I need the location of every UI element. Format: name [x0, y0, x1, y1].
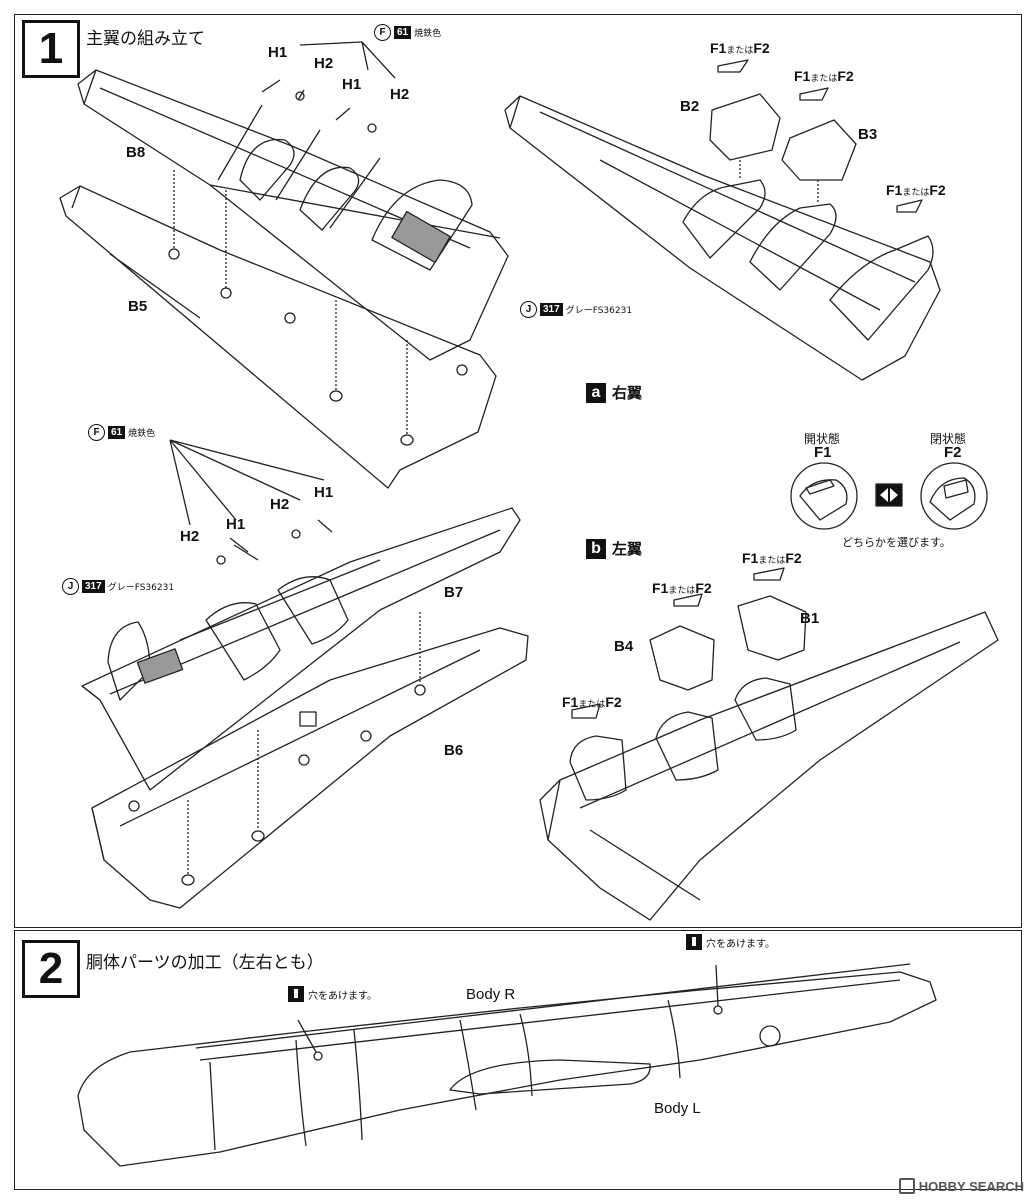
f-choice-label: F1またはF2	[652, 580, 712, 596]
or-label: または	[726, 46, 754, 56]
hobby-search-logo-icon	[898, 1178, 915, 1194]
watermark: HOBBY SEARCH	[898, 1178, 1024, 1194]
option-diagram	[790, 462, 988, 530]
paint-code: 317	[82, 580, 105, 593]
paint-code: 317	[540, 303, 563, 316]
f1-label: F1	[886, 182, 903, 198]
paint-letter: F	[374, 24, 391, 41]
paint-name: グレーFS36231	[107, 583, 175, 593]
left-wing-heading: b 左翼	[586, 538, 642, 559]
part-label-b4: B4	[614, 638, 634, 655]
part-label-b3: B3	[858, 126, 878, 143]
f-choice-label: F1またはF2	[562, 694, 622, 710]
right-wing-exploded-upper	[59, 41, 509, 489]
drill-note-text: 穴をあけます。	[308, 990, 377, 1002]
body-l-label: Body L	[654, 1100, 701, 1117]
part-label-b6: B6	[444, 742, 464, 759]
f-choice-label: F1またはF2	[886, 182, 946, 198]
f-choice-label: F1またはF2	[794, 68, 854, 84]
option-f1-label: F1	[814, 444, 832, 461]
paint-name: グレーFS36231	[565, 306, 633, 316]
step2-title: 胴体パーツの加工（左右とも）	[86, 953, 324, 973]
drill-note-left: 穴をあけます。	[288, 986, 377, 1002]
part-label-b2: B2	[680, 98, 700, 115]
part-label-b8: B8	[126, 144, 146, 161]
f-choice-label: F1またはF2	[742, 550, 802, 566]
f1-label: F1	[652, 580, 669, 596]
step-number-1: 1	[22, 20, 80, 78]
step-number-2: 2	[22, 940, 80, 998]
f-choice-label: F1またはF2	[710, 40, 770, 56]
option-note: どちらかを選びます。	[842, 536, 951, 549]
or-label: または	[668, 586, 696, 596]
left-wing-exploded	[81, 439, 529, 909]
or-label: または	[810, 74, 838, 84]
wing-name-right: 右翼	[612, 384, 643, 402]
part-label-h2: H2	[180, 528, 200, 545]
paint-callout-gray-lower: J 317 グレーFS36231	[62, 578, 174, 595]
paint-letter: F	[88, 424, 105, 441]
wing-name-left: 左翼	[612, 540, 643, 558]
paint-name: 焼鉄色	[414, 29, 442, 39]
paint-callout-burnt-iron-middle: F 61 焼鉄色	[88, 424, 155, 441]
fuselage-halves	[77, 963, 937, 1167]
paint-callout-gray-upper: J 317 グレーFS36231	[520, 301, 632, 318]
part-label-b7: B7	[444, 584, 464, 601]
paint-code: 61	[108, 426, 126, 439]
part-label-h2: H2	[270, 496, 290, 513]
paint-letter: J	[520, 301, 537, 318]
f2-label: F2	[837, 68, 854, 84]
watermark-text: HOBBY SEARCH	[918, 1178, 1024, 1194]
wing-badge-a: a	[586, 382, 606, 403]
part-label-h1: H1	[314, 484, 334, 501]
body-r-label: Body R	[466, 986, 516, 1003]
f2-label: F2	[605, 694, 622, 710]
part-label-h2: H2	[390, 86, 410, 103]
f1-label: F1	[794, 68, 811, 84]
step1-title: 主翼の組み立て	[86, 29, 205, 49]
drill-note-right: 穴をあけます。	[686, 934, 775, 950]
paint-code: 61	[394, 26, 412, 39]
or-label: または	[758, 556, 786, 566]
drill-icon	[288, 986, 304, 1002]
left-wing-assembled	[539, 567, 999, 921]
f2-label: F2	[695, 580, 712, 596]
part-label-h2: H2	[314, 55, 334, 72]
f2-label: F2	[753, 40, 770, 56]
f1-label: F1	[742, 550, 759, 566]
f1-label: F1	[562, 694, 579, 710]
drill-icon	[686, 934, 702, 950]
paint-letter: J	[62, 578, 79, 595]
or-label: または	[902, 188, 930, 198]
option-f2-state: 閉状態	[930, 432, 967, 446]
paint-name: 焼鉄色	[128, 429, 156, 439]
option-f2-label: F2	[944, 444, 962, 461]
part-label-b1: B1	[800, 610, 820, 627]
step2-frame	[14, 930, 1022, 1190]
or-label: または	[578, 700, 606, 710]
part-label-h1: H1	[268, 44, 288, 61]
step1-frame	[14, 14, 1022, 928]
option-f1-state: 開状態	[804, 432, 841, 446]
part-label-h1: H1	[226, 516, 246, 533]
drill-note-text: 穴をあけます。	[706, 938, 775, 950]
right-wing-assembled	[504, 59, 941, 381]
paint-callout-burnt-iron-top: F 61 焼鉄色	[374, 24, 441, 41]
f2-label: F2	[929, 182, 946, 198]
f1-label: F1	[710, 40, 727, 56]
part-label-b5: B5	[128, 298, 148, 315]
right-wing-heading: a 右翼	[586, 382, 642, 403]
part-label-h1: H1	[342, 76, 362, 93]
wing-badge-b: b	[586, 538, 606, 559]
f2-label: F2	[785, 550, 802, 566]
